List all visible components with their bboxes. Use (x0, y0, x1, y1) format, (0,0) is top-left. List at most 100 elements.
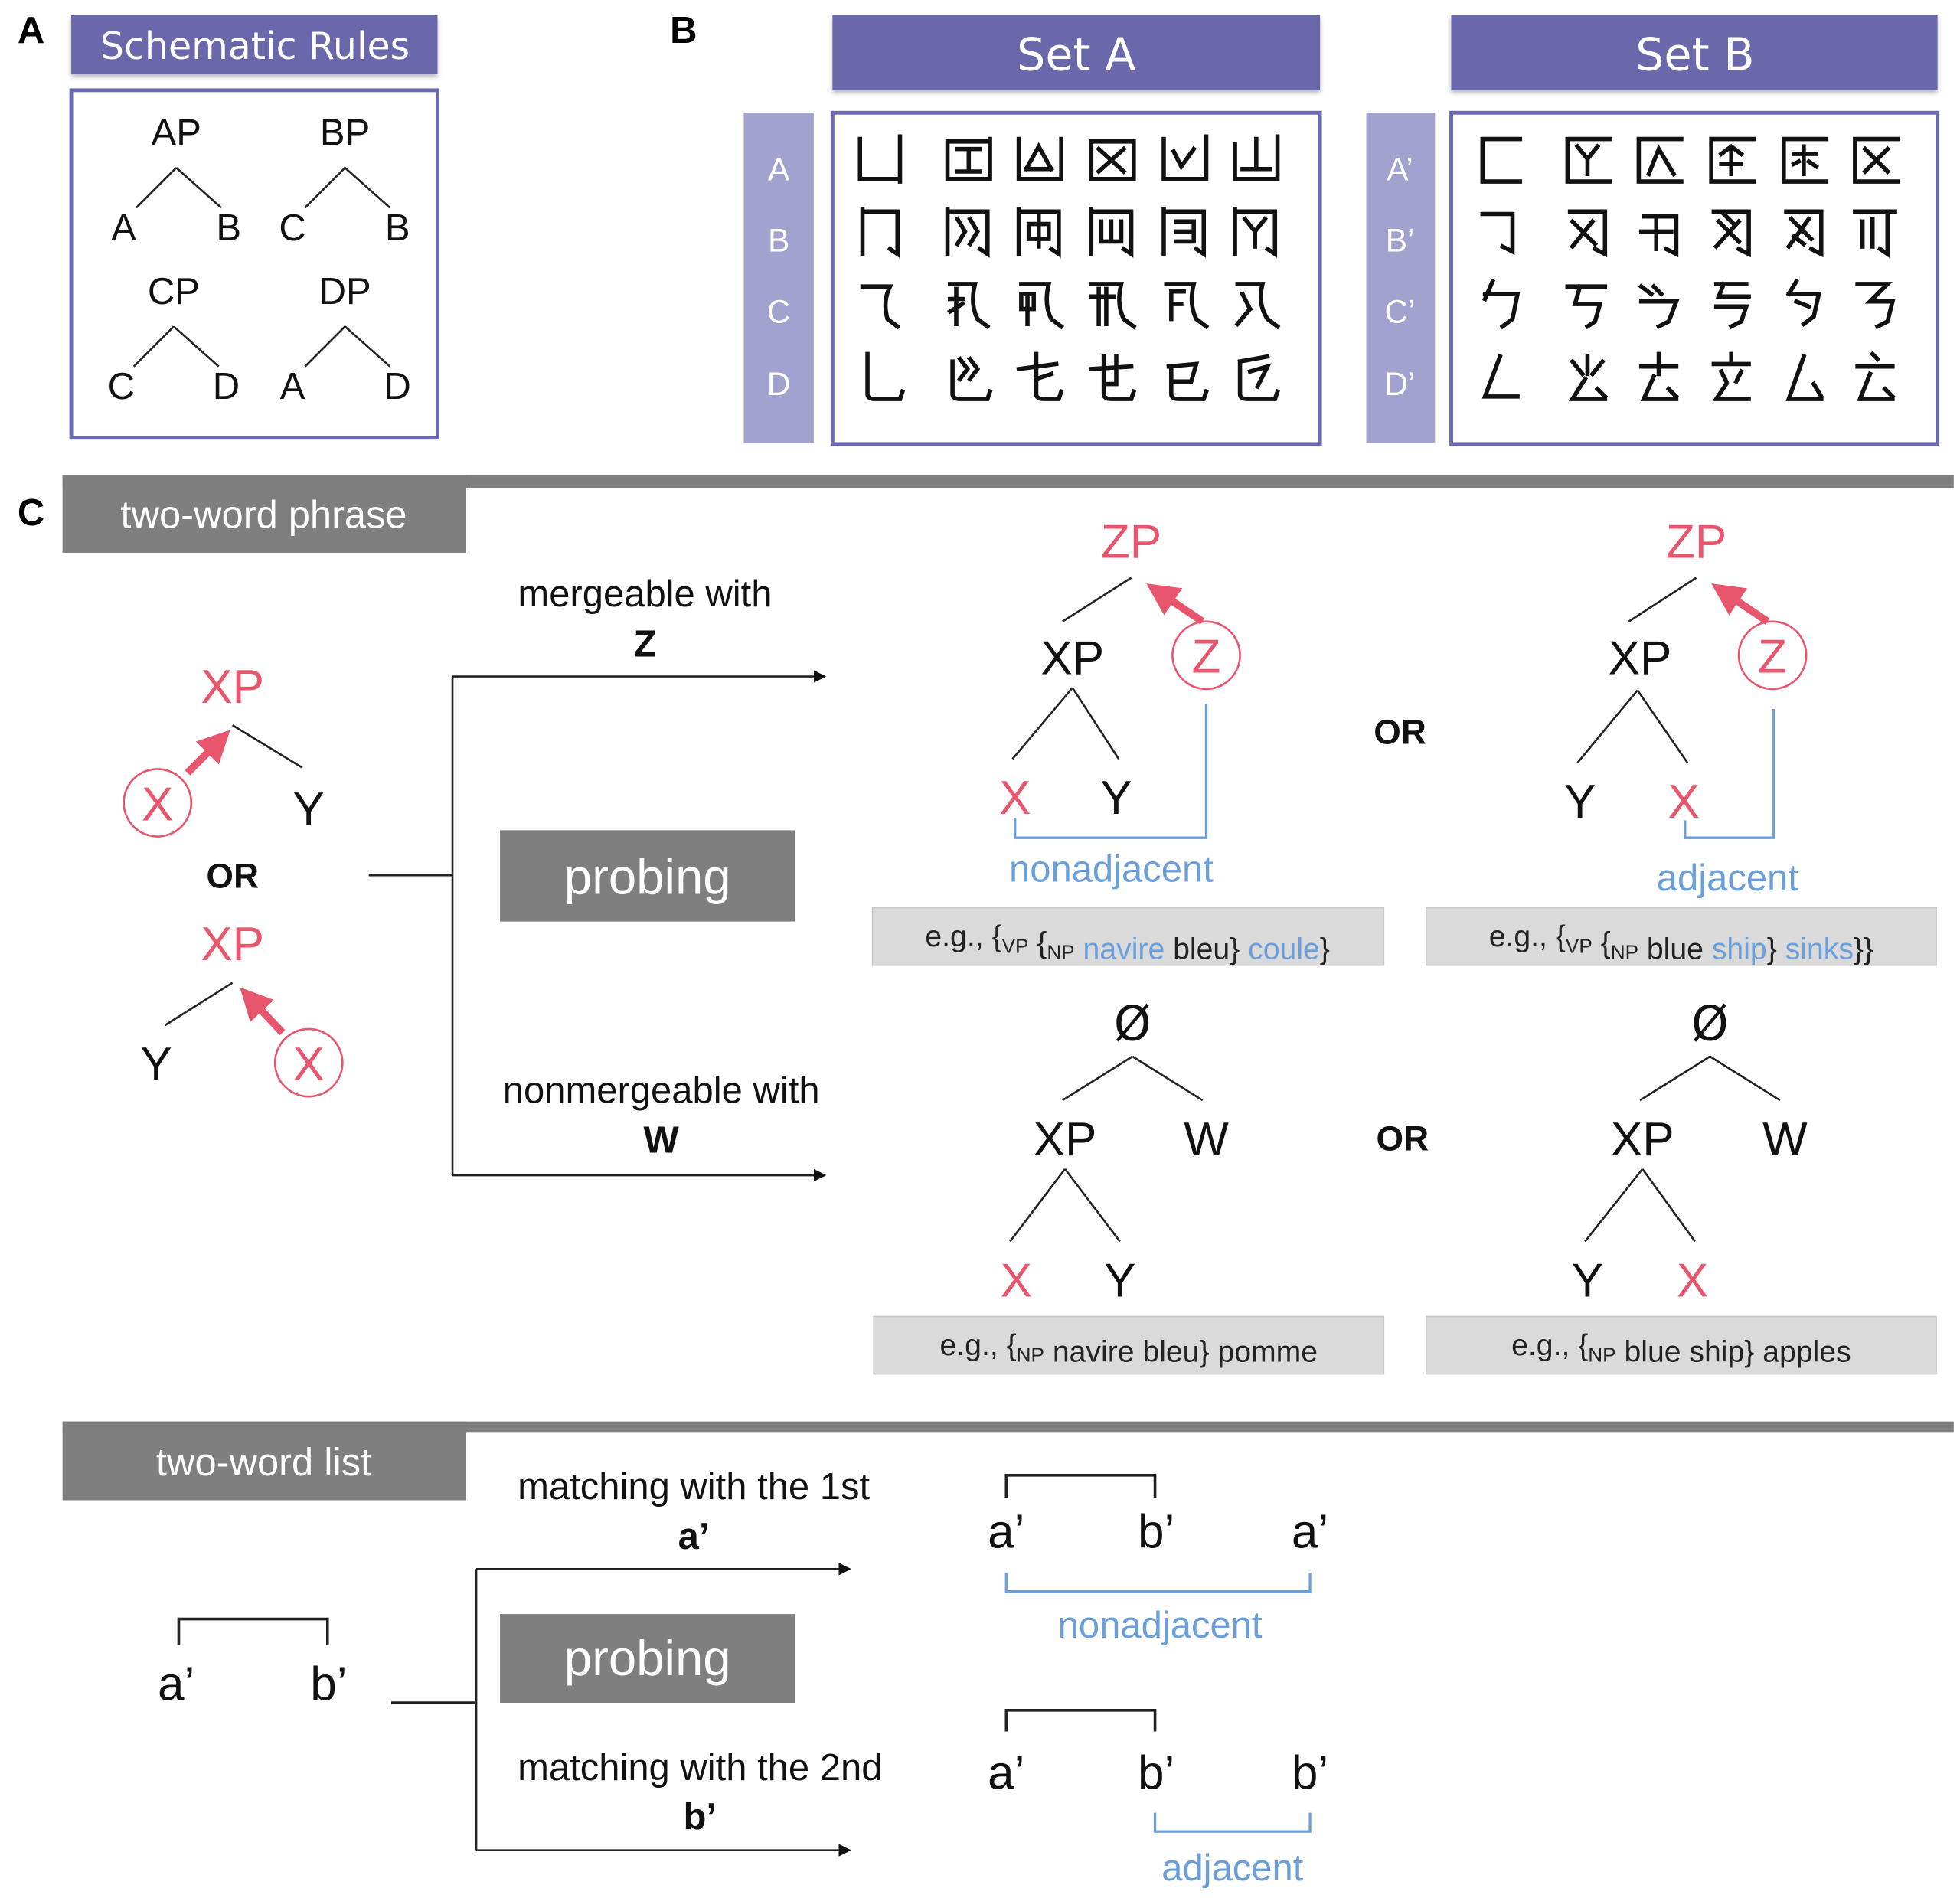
pseudo-character-glyph (1638, 351, 1680, 401)
tree-node-empty-root: Ø (1691, 996, 1729, 1052)
panel-letter-c: C (18, 492, 44, 534)
section-divider-list (62, 1421, 1954, 1433)
example-subscript: NP (1588, 1343, 1615, 1366)
pseudo-character-glyph (860, 284, 901, 330)
nonmerge-branch-label: nonmergeable with (503, 1070, 820, 1111)
pseudo-character-glyph (1568, 354, 1609, 401)
rule-left-child: C (108, 366, 135, 407)
pseudo-character-glyph (1638, 214, 1679, 258)
pseudo-character-glyph (1480, 211, 1515, 255)
pseudo-character-glyph (1016, 351, 1064, 401)
tree-node-y: Y (1104, 1254, 1135, 1307)
rule-left-child: A (111, 207, 136, 249)
pseudo-character-glyph (1481, 279, 1521, 330)
pseudo-character-glyph (947, 282, 991, 330)
example-box (871, 907, 1385, 966)
tree-node-y: Y (140, 1038, 172, 1091)
or-label: OR (206, 856, 259, 895)
tree-node-zp: ZP (1101, 515, 1161, 568)
tree-node-z: Z (1758, 631, 1787, 684)
tree-branch (136, 167, 178, 209)
list-pair-bracket (1004, 1708, 1157, 1732)
tree-node-x: X (1677, 1254, 1708, 1307)
list-section-tab (62, 1421, 466, 1501)
list-item: a’ (988, 1506, 1024, 1559)
tree-branch (1063, 1168, 1121, 1243)
rule-parent: DP (319, 271, 371, 312)
pseudo-character-glyph (1480, 136, 1523, 184)
set-b-glyph-grid (1480, 136, 1900, 401)
pseudo-character-glyph (1785, 278, 1821, 328)
example-subscript: VP (1002, 934, 1029, 957)
example-word: }} (1854, 933, 1873, 966)
pseudo-character-glyph (865, 351, 906, 401)
tree-node-x: X (1668, 776, 1699, 828)
set-b-title: Set B (1635, 28, 1755, 81)
example-prefix: e.g., { (1489, 920, 1566, 953)
tree-branch (1636, 689, 1689, 763)
pseudo-character-glyph (1855, 282, 1896, 330)
panel-letter-a: A (18, 10, 44, 51)
probing-box (500, 1614, 795, 1703)
rule-parent: AP (152, 113, 201, 154)
pink-merge-arrow (1146, 583, 1205, 625)
nonmerge-tree-right: Ø XP W Y X (1572, 996, 1808, 1308)
list-pair-bracket (1004, 1474, 1157, 1498)
tree-node-x: X (999, 772, 1031, 825)
set-b-row-label: B’ (1386, 222, 1415, 258)
tree-branch (1071, 687, 1120, 760)
tree-branch (1062, 1055, 1133, 1102)
merge-tree-nonadjacent: ZP XP Z X Y nonadjacent (999, 515, 1241, 890)
input-tree-head-right: XP Y X (140, 918, 344, 1098)
pseudo-character-glyph (1089, 354, 1137, 401)
tree-branch (1062, 577, 1132, 622)
dependency-bracket (1004, 1573, 1312, 1593)
list-section-title: two-word list (156, 1440, 371, 1484)
set-b-glyph-frame (1449, 110, 1940, 446)
tree-branch (231, 724, 303, 769)
set-a-header (832, 15, 1321, 90)
schematic-rules-title: Schematic Rules (100, 25, 410, 68)
schematic-rules-header (71, 15, 438, 74)
tree-branch (175, 167, 222, 209)
example-subscript: NP (1017, 1343, 1044, 1366)
set-b-row-label: A’ (1387, 151, 1413, 187)
set-a: Set A A B C D (743, 15, 1322, 446)
rule-right-child: D (384, 366, 410, 407)
second-match-label: matching with the 2nd (518, 1747, 882, 1789)
set-b-row-label: C’ (1385, 294, 1416, 330)
rule-parent: CP (148, 271, 200, 312)
rule-left-child: A (280, 366, 305, 407)
pseudo-character-glyph (1713, 281, 1751, 330)
merge-branch-label: mergeable with (518, 573, 772, 615)
tree-branch (132, 325, 175, 368)
pseudo-character-glyph (1711, 209, 1751, 258)
example-prefix: e.g., { (939, 1329, 1016, 1362)
pseudo-character-glyph (1784, 209, 1824, 258)
set-a-row-label: D (767, 366, 791, 402)
tree-node-y: Y (1572, 1254, 1603, 1307)
pink-merge-arrow (1711, 583, 1770, 625)
first-match-label: matching with the 1st (518, 1466, 870, 1508)
pseudo-character-glyph (1711, 351, 1751, 401)
relation-label-adjacent: adjacent (1657, 858, 1799, 899)
example-box (873, 1315, 1385, 1375)
rule-left-child: C (279, 207, 305, 249)
tree-branch (344, 167, 391, 209)
relation-label-nonadjacent: nonadjacent (1009, 848, 1214, 890)
set-a-glyph-grid (858, 134, 1281, 401)
tree-node-w: W (1762, 1113, 1808, 1166)
set-b-row-label: D’ (1385, 366, 1416, 402)
example-text-merge-french: e.g., {VP {NP navire bleu} coule} (925, 920, 1330, 965)
tree-branch (344, 325, 391, 368)
list-result-nonadjacent: a’ b’ a’ nonadjacent (988, 1474, 1328, 1646)
tree-node-xp: XP (1034, 1113, 1097, 1166)
example-word: navire bleu} pomme (1044, 1335, 1318, 1368)
probe-circle (273, 1027, 344, 1098)
tree-node-x: X (1001, 1254, 1032, 1307)
pseudo-character-glyph (1565, 136, 1612, 184)
nonmerge-tree-left: Ø XP W X Y (1001, 996, 1230, 1308)
